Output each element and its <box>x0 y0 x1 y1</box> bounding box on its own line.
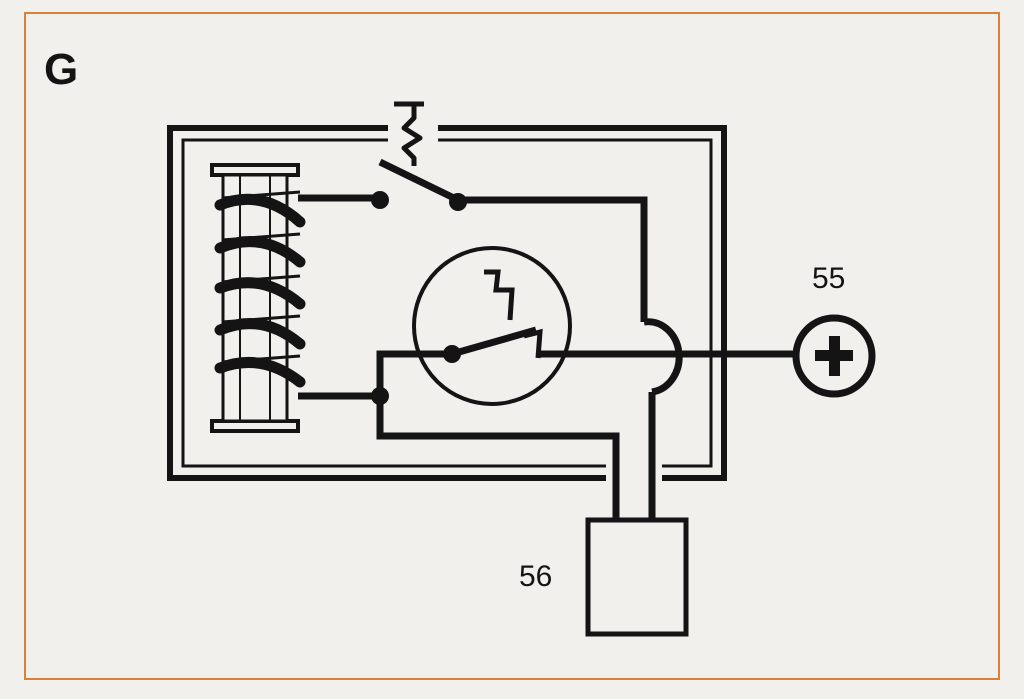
relay-housing <box>167 122 727 484</box>
panel-label: G <box>44 45 78 94</box>
terminal-56-label: 56 <box>519 560 552 593</box>
box-terminal-icon <box>585 517 689 637</box>
diagram-frame <box>24 12 1000 680</box>
wire-crossover <box>643 318 683 396</box>
switch-contact-left <box>371 191 389 209</box>
terminal-55-label: 55 <box>812 262 845 295</box>
spring-switch-icon <box>378 101 460 204</box>
switch-contact-right <box>449 193 467 211</box>
circuit-breaker-icon <box>412 246 572 406</box>
wire-junction <box>371 387 389 405</box>
circuit-wires <box>298 194 798 520</box>
plus-terminal-icon <box>792 314 876 398</box>
solenoid-coil-icon <box>210 163 306 433</box>
